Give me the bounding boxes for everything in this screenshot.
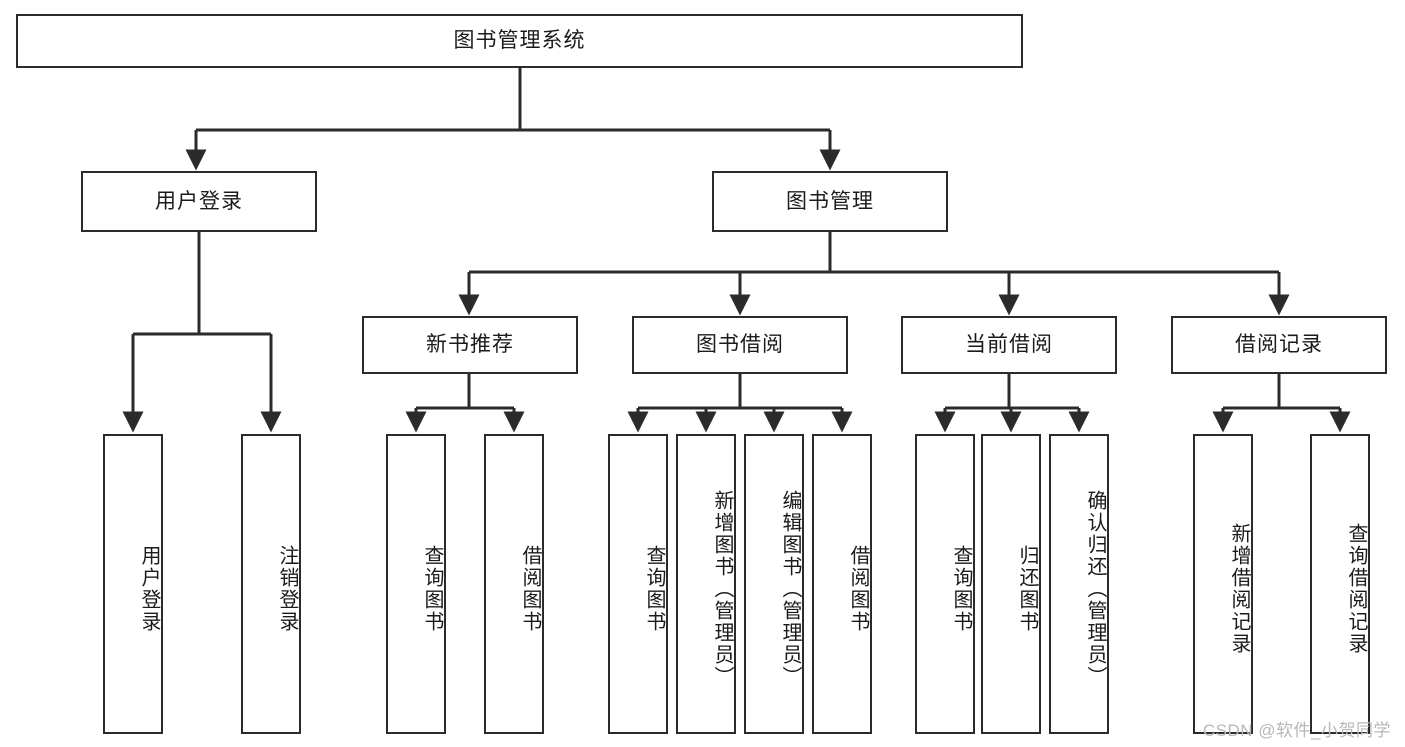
leaf-borrow-book-2[interactable]: 借阅图书 — [812, 434, 872, 734]
leaf-query-book-1[interactable]: 查询图书 — [386, 434, 446, 734]
node-current-borrow[interactable]: 当前借阅 — [901, 316, 1117, 374]
leaf-add-record[interactable]: 新增借阅记录 — [1193, 434, 1253, 734]
node-new-book-recommend[interactable]: 新书推荐 — [362, 316, 578, 374]
leaf-edit-book-label: 编辑图书（管理员） — [779, 490, 801, 688]
leaf-logout[interactable]: 注销登录 — [241, 434, 301, 734]
leaf-user-login-label: 用户登录 — [138, 545, 160, 633]
leaf-add-record-label: 新增借阅记录 — [1228, 523, 1250, 655]
leaf-return-book[interactable]: 归还图书 — [981, 434, 1041, 734]
leaf-confirm-return[interactable]: 确认归还（管理员） — [1049, 434, 1109, 734]
watermark-text: CSDN @软件_小贺同学 — [1202, 721, 1391, 740]
leaf-query-book-2-label: 查询图书 — [643, 545, 665, 633]
node-book-borrow[interactable]: 图书借阅 — [632, 316, 848, 374]
node-book-manage[interactable]: 图书管理 — [712, 171, 948, 232]
leaf-query-book-2[interactable]: 查询图书 — [608, 434, 668, 734]
node-new-book-recommend-label: 新书推荐 — [426, 333, 514, 357]
leaf-user-login[interactable]: 用户登录 — [103, 434, 163, 734]
node-user-login[interactable]: 用户登录 — [81, 171, 317, 232]
leaf-edit-book[interactable]: 编辑图书（管理员） — [744, 434, 804, 734]
leaf-query-book-3-label: 查询图书 — [950, 545, 972, 633]
node-root[interactable]: 图书管理系统 — [16, 14, 1023, 68]
leaf-borrow-book-1[interactable]: 借阅图书 — [484, 434, 544, 734]
leaf-query-record-label: 查询借阅记录 — [1345, 523, 1367, 655]
node-user-login-label: 用户登录 — [155, 189, 243, 213]
leaf-query-record[interactable]: 查询借阅记录 — [1310, 434, 1370, 734]
node-borrow-record[interactable]: 借阅记录 — [1171, 316, 1387, 374]
leaf-logout-label: 注销登录 — [276, 545, 298, 633]
node-current-borrow-label: 当前借阅 — [965, 333, 1053, 357]
node-borrow-record-label: 借阅记录 — [1235, 333, 1323, 357]
leaf-borrow-book-2-label: 借阅图书 — [847, 545, 869, 633]
leaf-confirm-return-label: 确认归还（管理员） — [1084, 490, 1106, 688]
leaf-borrow-book-1-label: 借阅图书 — [519, 545, 541, 633]
node-book-manage-label: 图书管理 — [786, 189, 874, 213]
leaf-query-book-3[interactable]: 查询图书 — [915, 434, 975, 734]
leaf-query-book-1-label: 查询图书 — [421, 545, 443, 633]
node-root-label: 图书管理系统 — [453, 29, 586, 53]
leaf-return-book-label: 归还图书 — [1016, 545, 1038, 633]
leaf-add-book[interactable]: 新增图书（管理员） — [676, 434, 736, 734]
leaf-add-book-label: 新增图书（管理员） — [711, 490, 733, 688]
node-book-borrow-label: 图书借阅 — [696, 333, 784, 357]
